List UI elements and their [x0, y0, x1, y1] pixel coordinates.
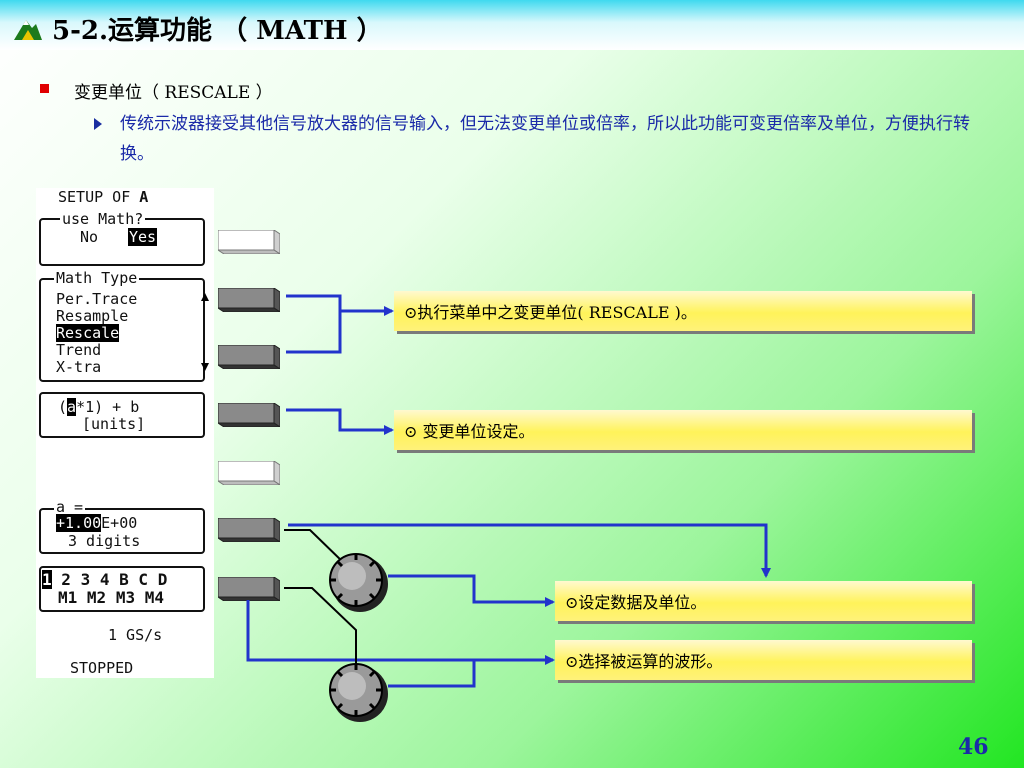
channel-option[interactable]: 1 [42, 570, 52, 589]
softkey-3[interactable] [218, 345, 280, 369]
bullet-square-icon [40, 84, 49, 93]
mountain-logo-icon [14, 20, 42, 40]
a-value-legend: a = [54, 498, 86, 516]
channels-row-2: M1 M2 M3 M4 [58, 588, 164, 607]
channel-option[interactable]: D [157, 570, 168, 589]
use-math-legend: use Math? [60, 210, 146, 228]
channel-option[interactable]: M2 [86, 588, 107, 607]
rotary-knob-icon[interactable] [326, 660, 390, 724]
callout-units: ⊙ 变更单位设定。 [394, 410, 972, 450]
channel-option[interactable]: M3 [115, 588, 136, 607]
softkey-2[interactable] [218, 288, 280, 312]
channel-select-group [39, 566, 205, 612]
channels-row-1: 1 2 3 4 B C D [42, 570, 167, 589]
softkey-5[interactable] [218, 461, 280, 485]
channel-option[interactable]: M4 [144, 588, 164, 607]
channel-option[interactable]: M1 [58, 588, 78, 607]
status-readout: STOPPED [70, 659, 134, 677]
scope-screen: SETUP OF A use Math? No Yes Math Type Pe… [36, 188, 214, 678]
callout-rescale: ⊙执行菜单中之变更单位( RESCALE )。 [394, 291, 972, 331]
rotary-knob-icon[interactable] [326, 550, 390, 614]
formula-group [39, 392, 205, 438]
scroll-up-icon[interactable] [200, 292, 210, 302]
setup-label: SETUP OF A [58, 188, 149, 206]
page-number: 46 [958, 734, 989, 760]
math-type-item-selected[interactable]: Rescale [56, 324, 120, 342]
math-type-item[interactable]: X-tra [56, 358, 102, 376]
formula-units: [units] [82, 415, 146, 433]
formula-a-field[interactable]: a [67, 398, 77, 416]
scroll-down-icon[interactable] [200, 362, 210, 372]
softkey-4[interactable] [218, 403, 280, 427]
a-value-field[interactable]: +1.00 [56, 514, 102, 532]
channel-option[interactable]: B [119, 570, 129, 589]
math-type-item[interactable]: Per.Trace [56, 290, 138, 308]
use-math-yes-option[interactable]: Yes [128, 228, 158, 246]
use-math-no-option[interactable]: No [80, 228, 99, 246]
math-type-legend: Math Type [54, 269, 140, 287]
softkey-7[interactable] [218, 577, 280, 601]
section-heading: 变更单位（ RESCALE ） [74, 83, 273, 103]
formula-line: (a*1) + b [58, 398, 140, 416]
callout-waveform: ⊙选择被运算的波形。 [555, 640, 972, 680]
channel-option[interactable]: 3 [80, 570, 91, 589]
math-type-item[interactable]: Resample [56, 307, 129, 325]
softkey-6[interactable] [218, 518, 280, 542]
callout-data-units: ⊙设定数据及单位。 [555, 581, 972, 621]
softkey-1[interactable] [218, 230, 280, 254]
title-bar: 5-2.运算功能 （ MATH ） [0, 0, 1024, 50]
channel-option[interactable]: 2 [61, 570, 71, 589]
sub-bullet-arrow-icon [94, 118, 102, 130]
timebase-readout: 1 GS/s [108, 626, 163, 644]
channel-option[interactable]: 4 [99, 570, 110, 589]
section-description: 传统示波器接受其他信号放大器的信号输入，但无法变更单位或倍率，所以此功能可变更倍… [120, 114, 970, 164]
a-value-line: +1.00E+00 [56, 514, 138, 532]
page-title: 5-2.运算功能 （ MATH ） [52, 16, 383, 46]
a-digits: 3 digits [68, 532, 141, 550]
channel-option[interactable]: C [138, 570, 149, 589]
math-type-item[interactable]: Trend [56, 341, 102, 359]
